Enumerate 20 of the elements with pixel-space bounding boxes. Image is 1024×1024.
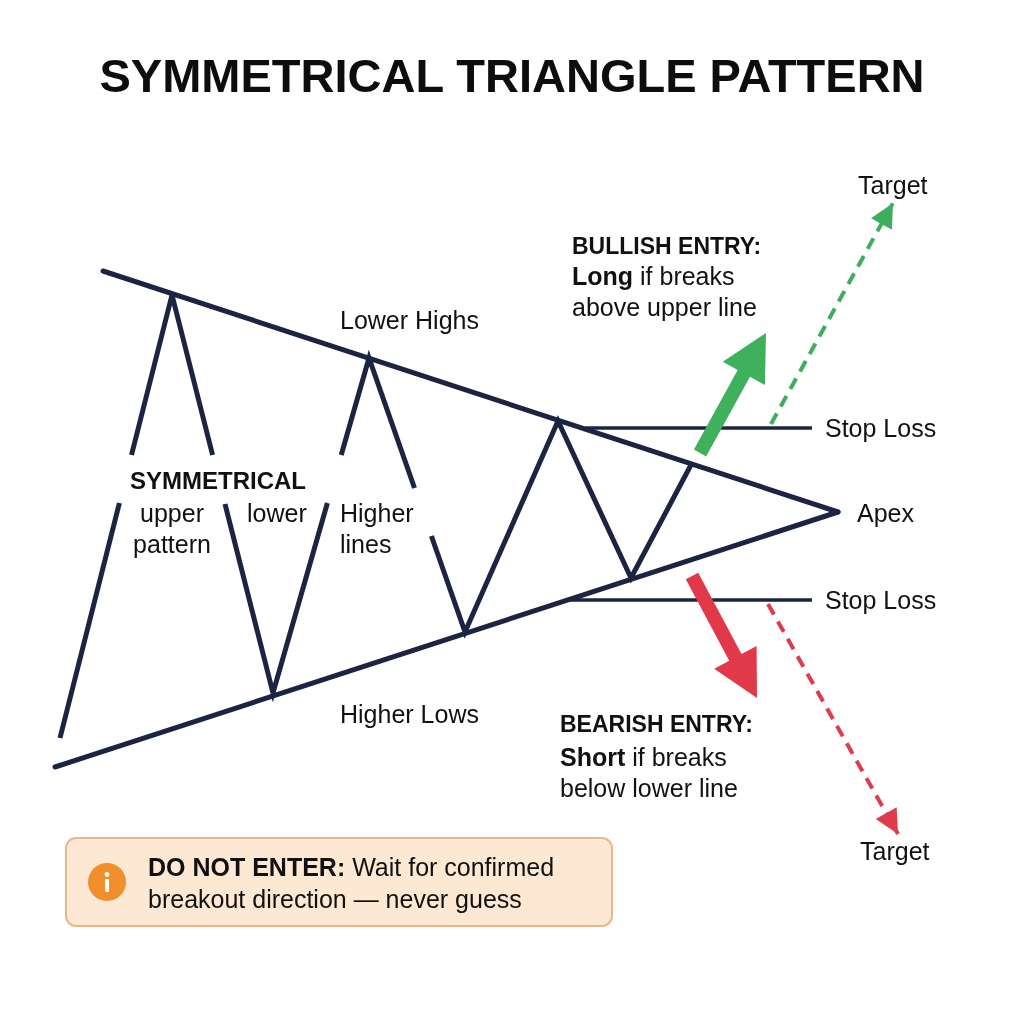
apex-label: Apex (857, 498, 915, 529)
pattern-label: lower (247, 498, 308, 529)
level-label: Stop Loss (825, 413, 938, 444)
dashed-arrow (766, 603, 900, 835)
entry-heading: BULLISH ENTRY: (572, 232, 763, 261)
trend-label: Lower Highs (340, 305, 480, 336)
level-label: Stop Loss (825, 585, 938, 616)
trend-label: Higher Lows (340, 699, 480, 730)
warning-callout (65, 837, 613, 927)
pattern-label: Higher lines (340, 498, 415, 560)
entry-heading: BEARISH ENTRY: (560, 710, 754, 739)
pattern-label: upper pattern (132, 498, 212, 560)
pattern-label: SYMMETRICAL (130, 466, 307, 496)
entry-note: Short if breaks below lower line (560, 742, 739, 804)
target-label: Target (858, 170, 928, 201)
dashed-arrow (769, 202, 895, 425)
warning-text: DO NOT ENTER: Wait for confirmed breakout direction — never guess (148, 852, 556, 915)
title: SYMMETRICAL TRIANGLE PATTERN (98, 48, 926, 104)
target-label: Target (860, 836, 930, 867)
entry-note: Long if breaks above upper line (572, 261, 758, 323)
